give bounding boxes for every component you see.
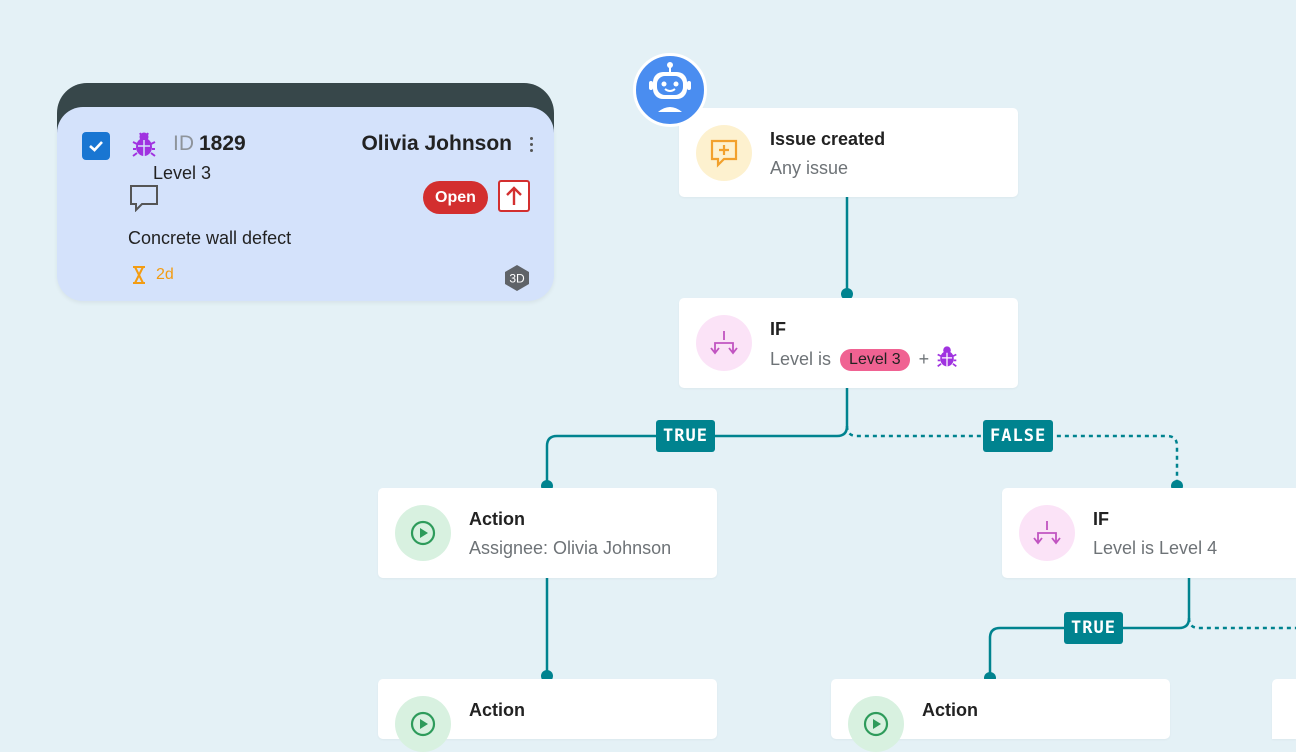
play-icon	[395, 505, 451, 561]
3d-icon[interactable]: 3D	[503, 264, 531, 292]
branch-icon	[1019, 505, 1075, 561]
branch-icon	[696, 315, 752, 371]
priority-up-icon[interactable]	[498, 180, 530, 212]
play-icon	[395, 696, 451, 752]
if2-title: IF	[1093, 509, 1109, 529]
trigger-subtitle: Any issue	[770, 158, 849, 178]
action2-title: Action	[469, 700, 525, 720]
checkbox-icon[interactable]	[82, 132, 110, 160]
bug-icon	[131, 131, 157, 164]
plus-sign: +	[918, 349, 930, 369]
trigger-node[interactable]: Issue created Any issue	[679, 108, 1018, 197]
if-title: IF	[770, 319, 786, 339]
trigger-title: Issue created	[770, 129, 886, 149]
play-icon	[848, 696, 904, 752]
action3-title: Action	[922, 700, 978, 720]
action-subtitle: Assignee: Olivia Johnson	[469, 538, 672, 558]
action-node-1[interactable]: Action Assignee: Olivia Johnson	[378, 488, 717, 578]
action-node-2[interactable]: Action	[378, 679, 717, 752]
true-label-2: TRUE	[1064, 612, 1123, 644]
issue-level: Level 3	[153, 163, 212, 183]
if-node-2[interactable]: IF Level is Level 4	[1002, 488, 1296, 578]
bug-icon	[936, 345, 958, 374]
issue-title: Concrete wall defect	[128, 228, 292, 248]
if-condition-prefix: Level is	[770, 349, 832, 369]
level-pill: Level 3	[840, 349, 910, 371]
partial-node[interactable]	[1272, 679, 1296, 739]
duration: 2d	[156, 266, 174, 283]
issue-card[interactable]: ID 1829 Level 3 Olivia Johnson Open Conc…	[57, 107, 554, 301]
comment-icon[interactable]	[129, 184, 159, 217]
action-title: Action	[469, 509, 525, 529]
hourglass-icon	[131, 265, 147, 290]
action-node-3[interactable]: Action	[831, 679, 1170, 752]
status-badge[interactable]: Open	[423, 181, 488, 214]
true-label: TRUE	[656, 420, 715, 452]
if2-condition: Level is Level 4	[1093, 538, 1218, 558]
svg-text:3D: 3D	[509, 272, 525, 286]
if-condition: Level is Level 3 +	[770, 345, 958, 374]
assignee-name: Olivia Johnson	[361, 132, 512, 155]
if-node-1[interactable]: IF Level is Level 3 +	[679, 298, 1018, 388]
issue-created-icon	[696, 125, 752, 181]
id-label: ID	[173, 132, 194, 155]
kebab-menu-icon[interactable]	[530, 137, 534, 155]
issue-id: 1829	[199, 132, 246, 155]
false-label: FALSE	[983, 420, 1054, 452]
robot-icon	[633, 53, 707, 127]
